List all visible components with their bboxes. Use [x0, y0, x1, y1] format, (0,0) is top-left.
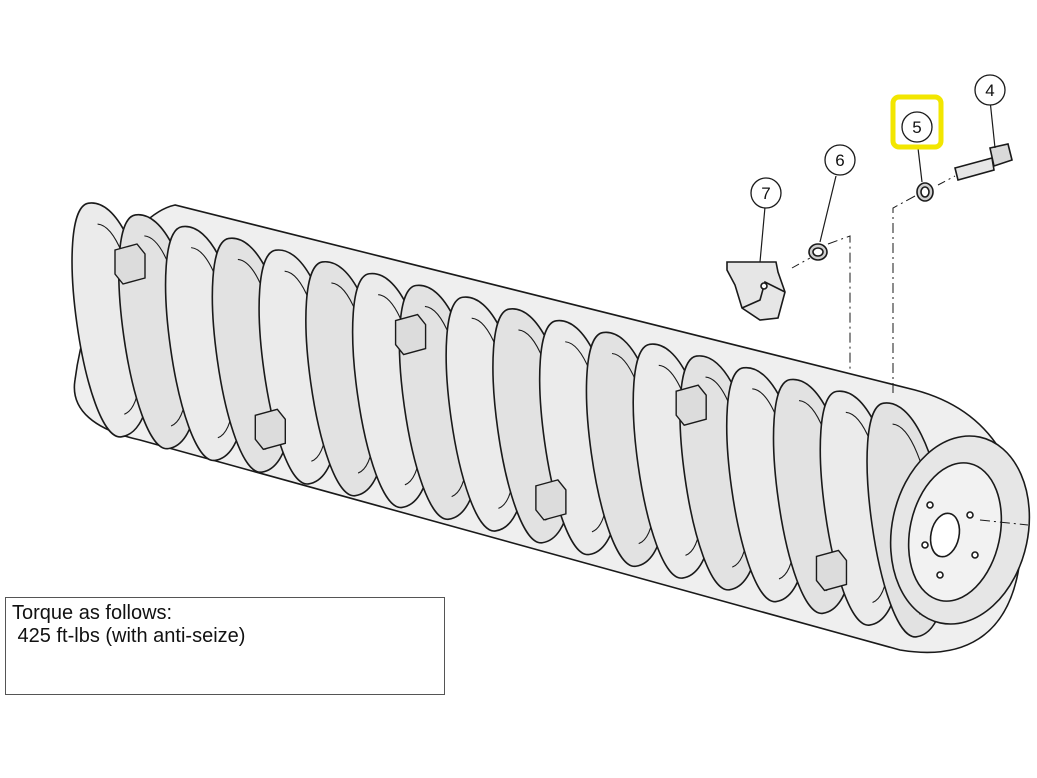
callout-6: 6 [824, 144, 856, 176]
torque-note-box: Torque as follows: 425 ft-lbs (with anti… [5, 597, 445, 695]
callout-5: 5 [890, 94, 944, 150]
drum-end-flange [889, 435, 1031, 625]
drum-tooth [815, 549, 848, 592]
drum-tooth [114, 243, 146, 285]
callout-7-label: 7 [761, 184, 770, 203]
part-7-tooth-plate [726, 206, 786, 321]
callout-5-highlight [890, 94, 944, 150]
drum-tooth [394, 313, 427, 356]
drum-tooth [675, 384, 707, 426]
callout-6-label: 6 [835, 151, 844, 170]
callout-7: 7 [750, 177, 782, 209]
callout-4-label: 4 [985, 81, 994, 100]
torque-note-heading: Torque as follows: [12, 602, 173, 624]
part-4-bolt [937, 99, 1013, 186]
callout-4: 4 [974, 74, 1006, 106]
part-5-washer [892, 147, 934, 395]
drum-teeth [114, 243, 848, 592]
part-6-nut [791, 175, 851, 370]
torque-note-value: 425 ft-lbs (with anti-seize) [12, 625, 246, 647]
callout-5-label: 5 [912, 118, 921, 137]
drum-tooth [254, 408, 286, 451]
drum-tooth [535, 479, 567, 521]
